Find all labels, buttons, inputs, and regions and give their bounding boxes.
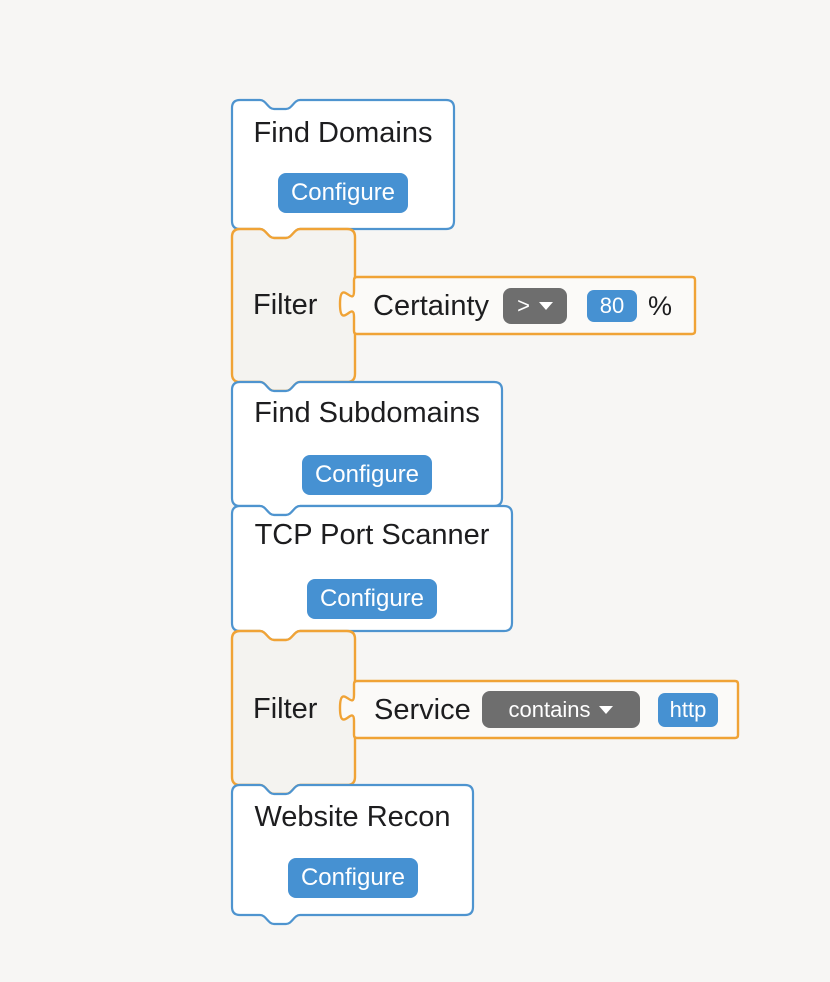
service-field-label: Service bbox=[374, 694, 471, 726]
filter-2-label: Filter bbox=[253, 693, 318, 725]
tcp-port-scanner-configure-button[interactable]: Configure bbox=[307, 579, 437, 619]
service-operator-dropdown[interactable]: contains bbox=[482, 691, 640, 728]
certainty-operator-value: > bbox=[517, 293, 530, 318]
caret-down-icon bbox=[599, 705, 614, 714]
find-domains-title: Find Domains bbox=[253, 117, 433, 149]
caret-down-icon bbox=[538, 302, 553, 310]
website-recon-title: Website Recon bbox=[254, 801, 451, 833]
filter-1-label: Filter bbox=[253, 289, 318, 321]
find-subdomains-title: Find Subdomains bbox=[254, 397, 480, 429]
website-recon-configure-button[interactable]: Configure bbox=[288, 858, 418, 898]
tcp-port-scanner-title: TCP Port Scanner bbox=[254, 519, 490, 551]
certainty-field-label: Certainty bbox=[373, 290, 490, 322]
find-subdomains-configure-button[interactable]: Configure bbox=[302, 455, 432, 495]
certainty-value-input[interactable]: 80 bbox=[587, 290, 637, 322]
service-operator-value: contains bbox=[508, 696, 591, 722]
certainty-operator-dropdown[interactable]: > bbox=[503, 288, 567, 324]
service-value-input[interactable]: http bbox=[658, 693, 718, 727]
certainty-unit-label: % bbox=[648, 291, 673, 321]
find-domains-configure-button[interactable]: Configure bbox=[278, 173, 408, 213]
